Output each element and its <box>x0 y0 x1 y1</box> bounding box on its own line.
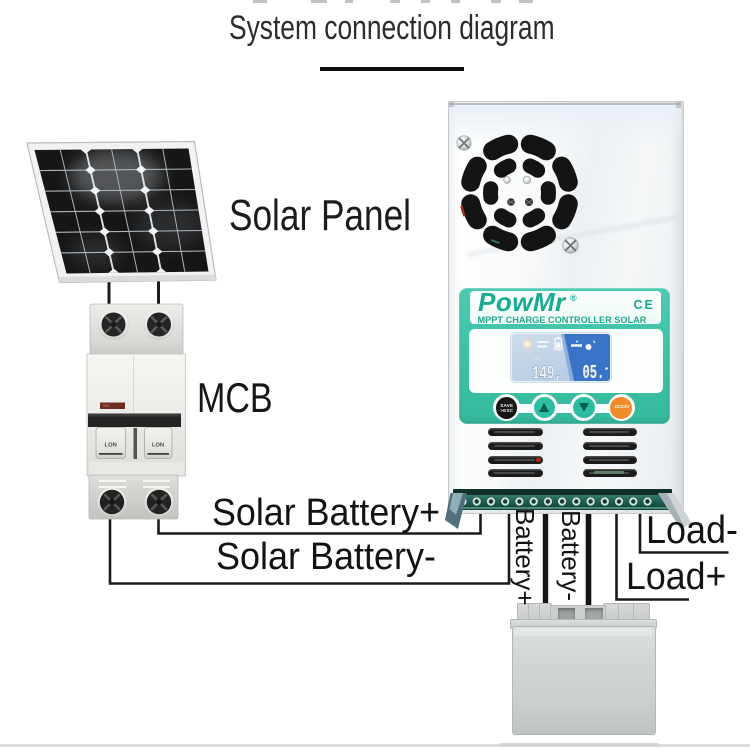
svg-text:05.: 05. <box>582 361 604 381</box>
svg-text:149,: 149, <box>532 361 562 380</box>
svg-text:LON: LON <box>152 442 164 448</box>
svg-text:~: ~ <box>534 354 540 365</box>
svg-text:LON: LON <box>105 442 117 448</box>
